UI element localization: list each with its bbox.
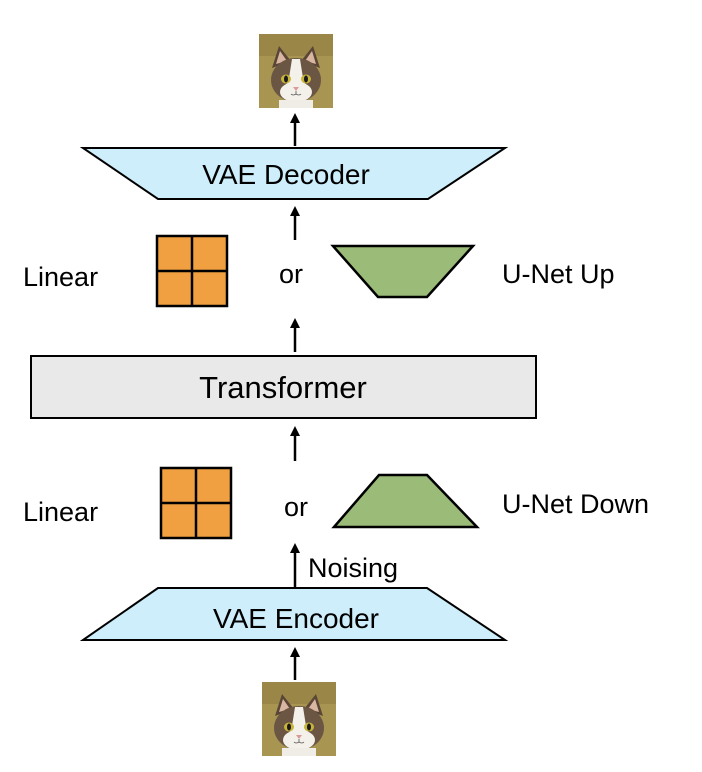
unet-up-block xyxy=(330,244,476,299)
output-cat-photo-icon xyxy=(258,33,334,109)
vae-encoder-shape xyxy=(79,587,509,641)
transformer-label: Transformer xyxy=(199,370,367,405)
unet-down-block xyxy=(331,473,480,529)
top-linear-label: Linear xyxy=(23,262,98,292)
transformer-block xyxy=(30,355,537,419)
noising-label: Noising xyxy=(308,553,398,583)
unet-down-label: U-Net Down xyxy=(502,489,649,519)
top-linear-block xyxy=(155,234,229,308)
bottom-or-label: or xyxy=(284,492,308,522)
vae-decoder-shape xyxy=(79,147,509,200)
top-or-label: or xyxy=(279,259,303,289)
bottom-linear-block xyxy=(159,466,233,540)
bottom-linear-label: Linear xyxy=(23,497,98,527)
input-cat-photo-icon xyxy=(261,681,337,757)
vae-decoder-label: VAE Decoder xyxy=(202,159,370,190)
unet-up-label: U-Net Up xyxy=(502,259,615,289)
vae-encoder-label: VAE Encoder xyxy=(213,603,379,634)
